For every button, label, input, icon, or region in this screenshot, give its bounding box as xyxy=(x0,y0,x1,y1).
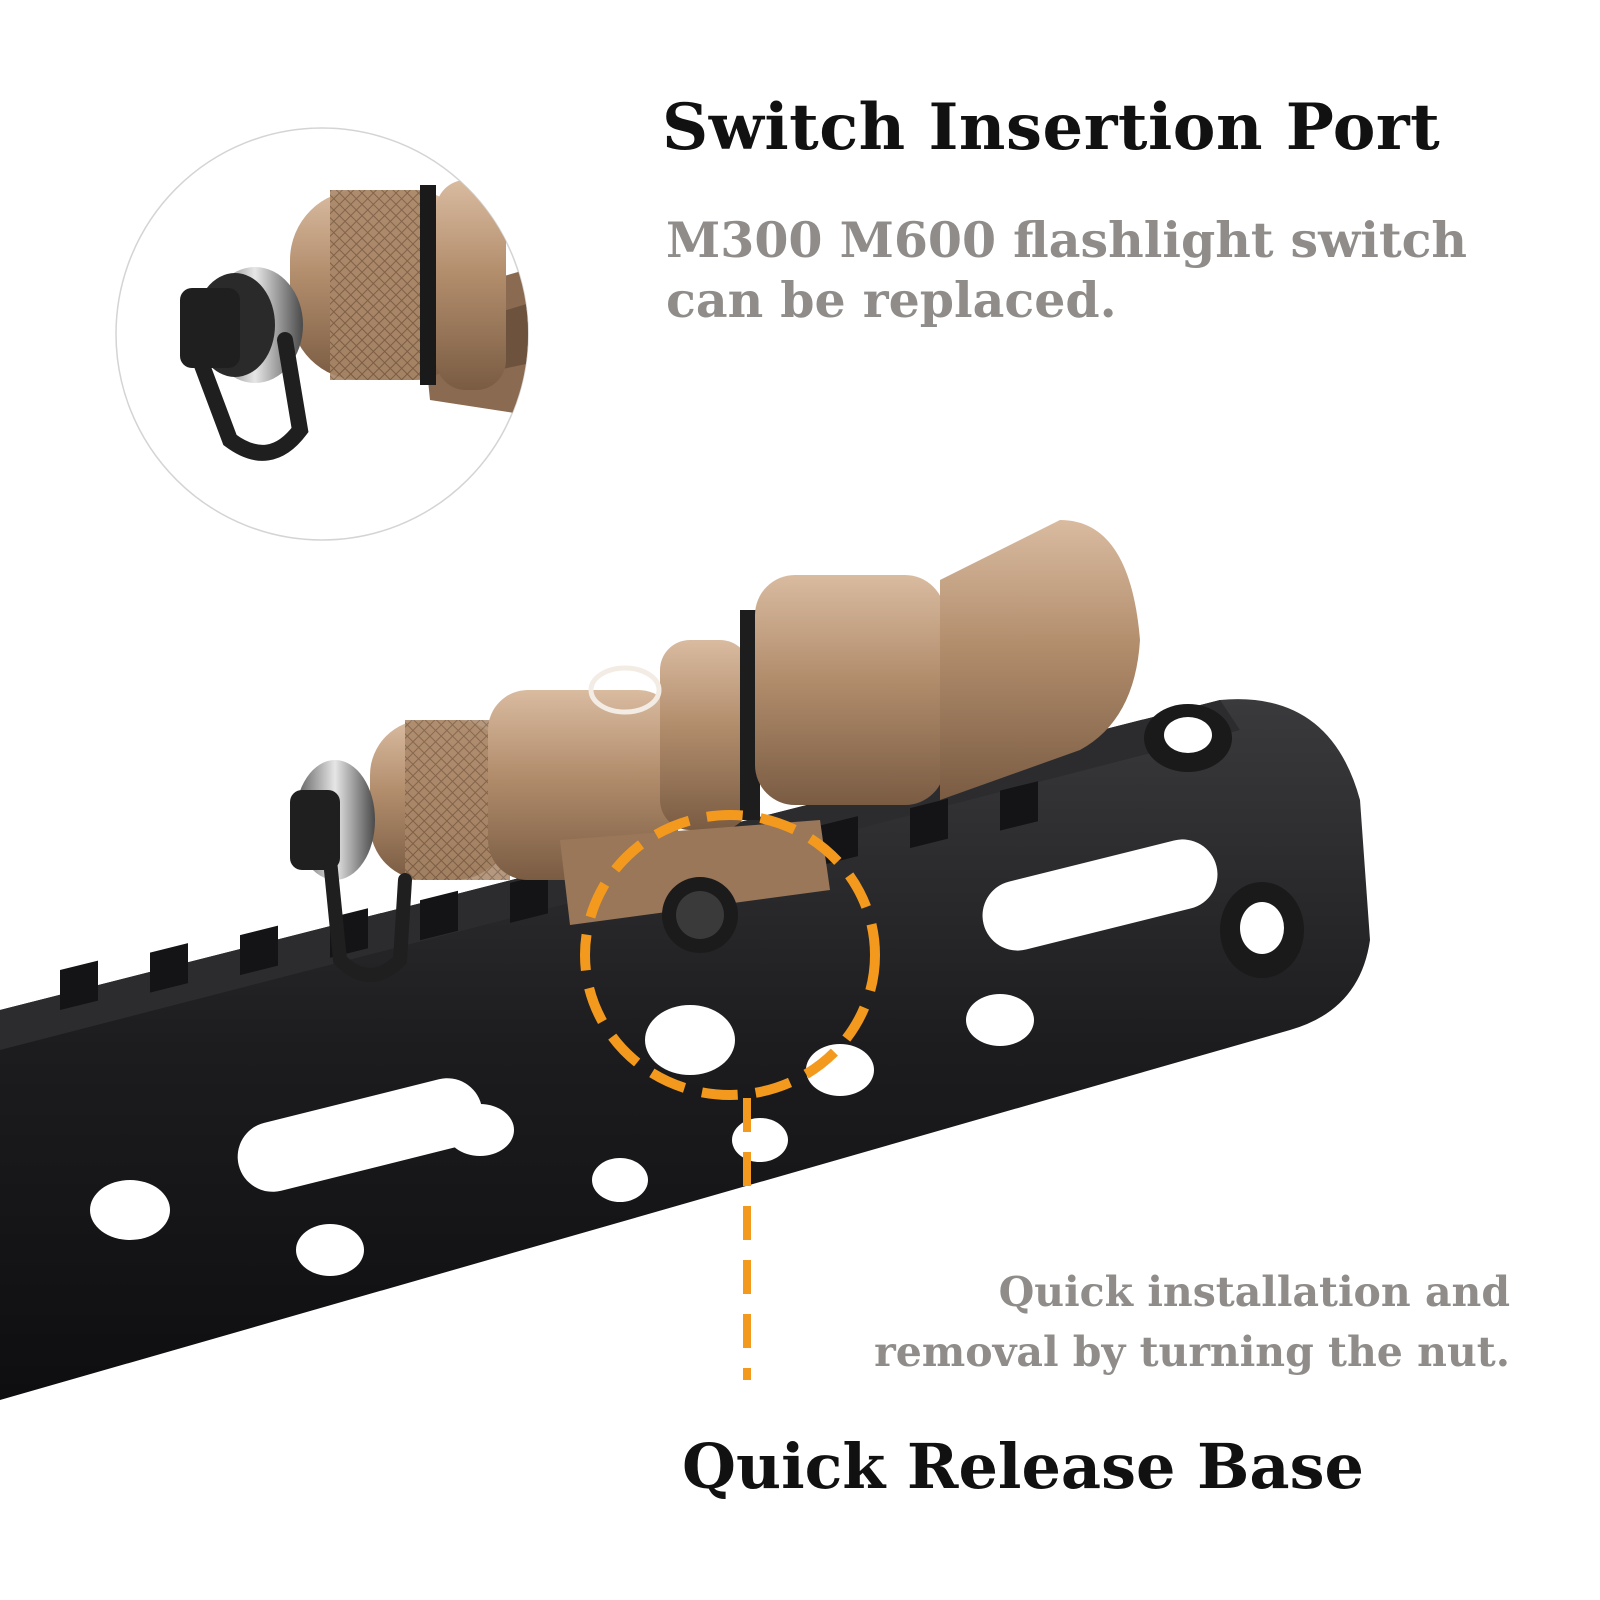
quick-release-callout xyxy=(580,810,880,1380)
release-base-description-line: removal by turning the nut. xyxy=(874,1328,1510,1376)
release-base-description: Quick installation and removal by turnin… xyxy=(874,1262,1510,1382)
release-base-title: Quick Release Base xyxy=(682,1430,1364,1503)
switch-port-inset xyxy=(115,127,529,541)
switch-port-description: M300 M600 flashlight switch can be repla… xyxy=(666,210,1467,330)
switch-port-description-line: can be replaced. xyxy=(666,271,1117,329)
release-base-description-line: Quick installation and xyxy=(998,1268,1510,1316)
switch-port-description-line: M300 M600 flashlight switch xyxy=(666,211,1468,269)
flashlight xyxy=(290,520,1140,982)
switch-port-title: Switch Insertion Port xyxy=(662,90,1441,165)
